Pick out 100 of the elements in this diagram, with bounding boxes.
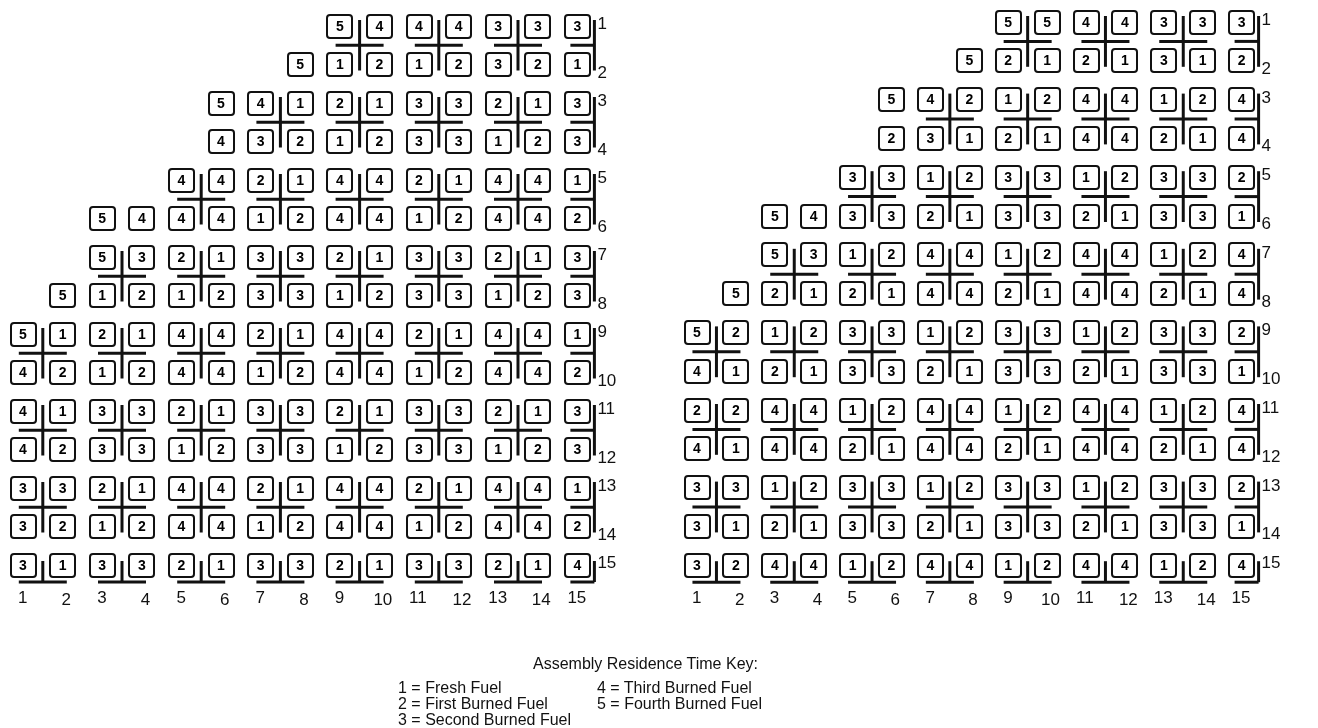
fuel-assembly-cell: 4 — [365, 321, 393, 347]
fuel-assembly-cell: 1 — [916, 319, 944, 345]
fuel-assembly-cell: 4 — [1111, 125, 1139, 151]
fuel-assembly-cell: 2 — [405, 475, 433, 501]
fuel-assembly-cell: 2 — [1111, 164, 1139, 190]
fuel-assembly-cell: 1 — [1150, 87, 1178, 113]
fuel-assembly-cell: 3 — [563, 129, 591, 154]
fuel-assembly-cell: 4 — [955, 242, 983, 268]
fuel-assembly-cell: 2 — [484, 90, 512, 116]
fuel-assembly-cell: 4 — [445, 13, 473, 39]
fuel-assembly-cell: 4 — [1228, 242, 1256, 268]
fuel-assembly-cell: 5 — [1033, 9, 1061, 35]
fuel-assembly-cell: 2 — [524, 129, 552, 154]
fuel-assembly-cell: 1 — [405, 360, 433, 385]
fuel-assembly-cell: 3 — [1189, 475, 1217, 501]
fuel-assembly-cell: 2 — [326, 244, 354, 270]
fuel-assembly-cell: 1 — [761, 319, 789, 345]
fuel-assembly-cell: 3 — [683, 552, 711, 578]
fuel-assembly-cell: 1 — [563, 475, 591, 501]
key-entry: 4 = Third Burned Fuel — [597, 679, 752, 697]
fuel-assembly-cell: 2 — [167, 244, 195, 270]
column-number: 7 — [255, 588, 266, 608]
fuel-assembly-cell: 5 — [286, 52, 314, 77]
fuel-assembly-cell: 3 — [839, 475, 867, 501]
fuel-assembly-cell: 3 — [994, 513, 1022, 539]
fuel-assembly-cell: 3 — [445, 398, 473, 424]
fuel-assembly-cell: 2 — [878, 397, 905, 423]
fuel-assembly-cell: 5 — [761, 203, 789, 229]
fuel-assembly-cell: 2 — [405, 167, 433, 193]
column-number: 13 — [1153, 588, 1173, 609]
fuel-assembly-cell: 5 — [88, 244, 116, 270]
fuel-assembly-cell: 1 — [524, 244, 552, 270]
fuel-assembly-cell: 4 — [800, 397, 828, 423]
fuel-assembly-cell: 4 — [326, 206, 354, 231]
fuel-assembly-cell: 1 — [1189, 48, 1217, 74]
fuel-assembly-cell: 1 — [1111, 513, 1139, 539]
fuel-assembly-cell: 3 — [1150, 203, 1178, 229]
row-number: 13 — [1261, 475, 1281, 496]
fuel-assembly-cell: 3 — [839, 358, 867, 384]
fuel-assembly-cell: 4 — [365, 206, 393, 231]
fuel-assembly-cell: 2 — [128, 360, 156, 385]
column-number: 11 — [1076, 588, 1094, 609]
fuel-assembly-cell: 3 — [563, 437, 591, 462]
fuel-assembly-cell: 1 — [524, 552, 552, 578]
fuel-assembly-cell: 3 — [878, 164, 905, 190]
fuel-assembly-cell: 1 — [994, 242, 1022, 268]
fuel-assembly-cell: 1 — [405, 514, 433, 539]
row-number: 4 — [597, 139, 607, 160]
fuel-assembly-cell: 3 — [484, 13, 512, 39]
fuel-assembly-cell: 2 — [761, 281, 789, 307]
fuel-assembly-cell: 4 — [128, 206, 156, 231]
fuel-assembly-cell: 3 — [49, 475, 77, 501]
column-number: 4 — [812, 590, 823, 611]
fuel-assembly-cell: 3 — [9, 514, 37, 539]
fuel-assembly-cell: 1 — [800, 358, 828, 384]
fuel-assembly-cell: 2 — [563, 514, 591, 539]
fuel-assembly-cell: 2 — [1072, 358, 1100, 384]
fuel-assembly-cell: 4 — [761, 397, 789, 423]
fuel-assembly-cell: 1 — [365, 398, 393, 424]
fuel-assembly-cell: 3 — [247, 437, 275, 462]
fuel-assembly-cell: 4 — [1228, 552, 1256, 578]
fuel-assembly-cell: 4 — [207, 475, 235, 501]
fuel-assembly-cell: 1 — [761, 475, 789, 501]
fuel-assembly-cell: 4 — [1111, 87, 1139, 113]
fuel-assembly-cell: 2 — [1033, 87, 1061, 113]
column-number: 8 — [299, 590, 309, 610]
fuel-assembly-cell: 2 — [1228, 319, 1256, 345]
fuel-assembly-cell: 3 — [286, 437, 314, 462]
fuel-assembly-cell: 3 — [405, 283, 433, 308]
row-number: 15 — [1261, 553, 1281, 574]
fuel-assembly-cell: 3 — [445, 244, 473, 270]
fuel-assembly-cell: 1 — [247, 514, 275, 539]
fuel-assembly-cell: 4 — [1072, 281, 1100, 307]
fuel-assembly-cell: 1 — [49, 398, 77, 424]
fuel-assembly-cell: 4 — [1072, 9, 1100, 35]
column-number: 4 — [140, 590, 151, 610]
column-number: 2 — [61, 590, 72, 610]
fuel-assembly-cell: 1 — [405, 52, 433, 77]
fuel-assembly-cell: 2 — [445, 514, 473, 539]
fuel-assembly-cell: 2 — [955, 164, 983, 190]
fuel-assembly-cell: 3 — [88, 552, 116, 578]
fuel-assembly-cell: 1 — [207, 398, 235, 424]
fuel-assembly-cell: 3 — [247, 244, 275, 270]
fuel-assembly-cell: 4 — [683, 436, 711, 462]
fuel-assembly-cell: 2 — [207, 437, 235, 462]
fuel-assembly-cell: 3 — [524, 13, 552, 39]
column-number: 14 — [531, 590, 551, 610]
fuel-assembly-cell: 1 — [722, 358, 750, 384]
fuel-assembly-cell: 5 — [955, 48, 983, 74]
fuel-assembly-cell: 2 — [1189, 242, 1217, 268]
fuel-assembly-cell: 3 — [405, 90, 433, 116]
row-number: 12 — [597, 447, 617, 468]
fuel-assembly-cell: 2 — [994, 281, 1022, 307]
fuel-assembly-cell: 3 — [88, 398, 116, 424]
row-number: 9 — [597, 322, 607, 342]
fuel-assembly-cell: 4 — [563, 552, 591, 578]
fuel-assembly-cell: 1 — [484, 129, 512, 154]
fuel-assembly-cell: 3 — [1228, 9, 1256, 35]
column-number: 13 — [488, 588, 508, 608]
fuel-assembly-cell: 3 — [445, 129, 473, 154]
